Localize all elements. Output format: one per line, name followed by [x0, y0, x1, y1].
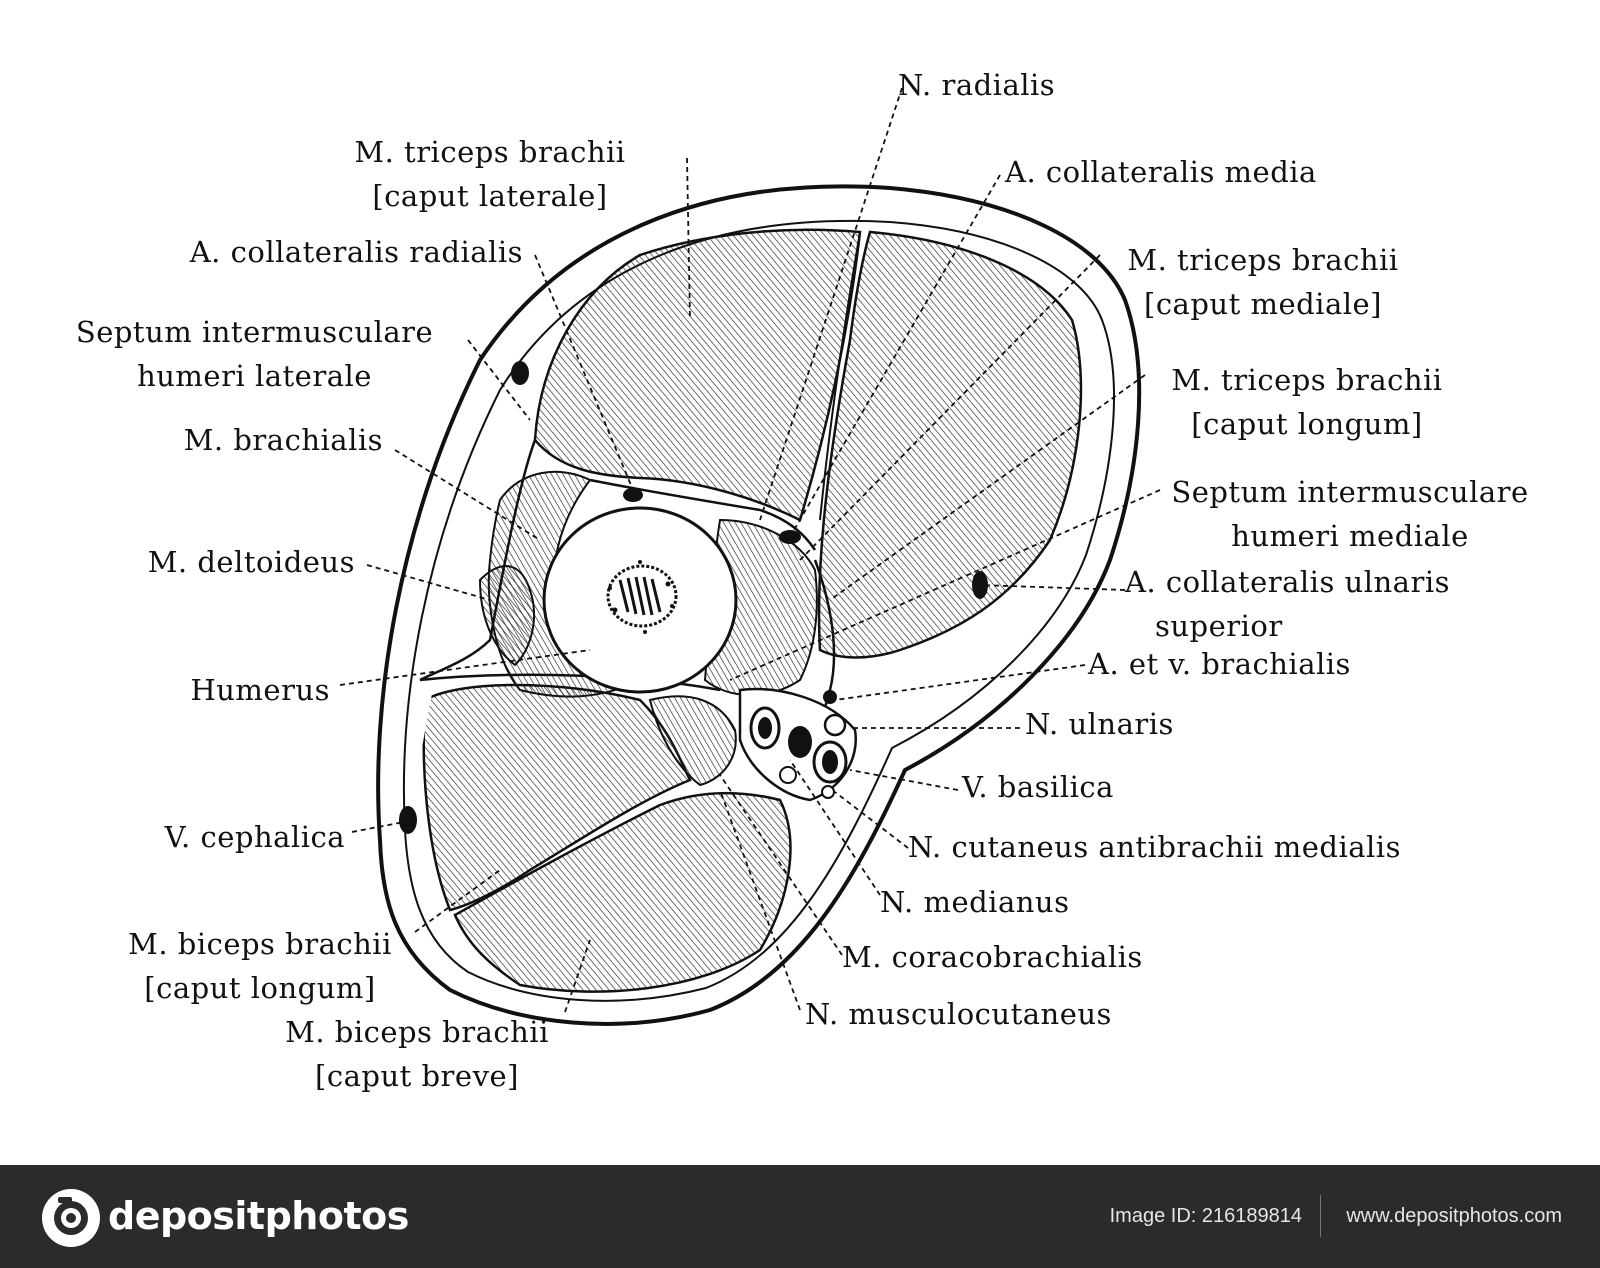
leader-lines: [339, 87, 1161, 1013]
label-m-deltoideus: M. deltoideus: [147, 545, 355, 579]
label-humerus: Humerus: [190, 673, 330, 707]
label-n-radialis: N. radialis: [898, 68, 1056, 102]
muscle-triceps-long: [817, 230, 1083, 659]
label-n-medianus: N. medianus: [880, 885, 1070, 919]
label-n-musculocutaneus: N. musculocutaneus: [805, 997, 1112, 1031]
label-a-collateralis-media: A. collateralis media: [1005, 155, 1317, 189]
label-triceps-long: M. triceps brachii[caput longum]: [1171, 363, 1443, 441]
bone-marrow: [606, 560, 678, 634]
label-n-ulnaris: N. ulnaris: [1025, 707, 1174, 741]
label-m-brachialis: M. brachialis: [183, 423, 383, 457]
footer-bar: depositphotos Image ID: 216189814 www.de…: [0, 1165, 1600, 1268]
muscle-biceps-long: [422, 683, 692, 912]
image-id: Image ID: 216189814: [1109, 1205, 1302, 1227]
anatomy-diagram: N. radialis M. triceps brachii[caput lat…: [75, 68, 1529, 1093]
label-v-cephalica: V. cephalica: [164, 820, 345, 854]
label-n-cutaneus-antibrachii-medialis: N. cutaneus antibrachii medialis: [908, 830, 1401, 864]
arm-cross-section-illustration: [339, 87, 1161, 1026]
label-v-basilica: V. basilica: [962, 770, 1114, 804]
label-a-et-v-brachialis: A. et v. brachialis: [1088, 647, 1351, 681]
label-a-collateralis-radialis: A. collateralis radialis: [189, 235, 523, 269]
label-biceps-short: M. biceps brachii[caput breve]: [285, 1015, 549, 1093]
muscle-deltoideus: [478, 565, 536, 667]
muscle-biceps-short: [453, 791, 792, 993]
label-triceps-medial: M. triceps brachii[caput mediale]: [1127, 243, 1399, 321]
septum-lateral: [419, 439, 537, 682]
brand-logo-text[interactable]: depositphotos: [108, 1194, 409, 1238]
label-biceps-long: M. biceps brachii[caput longum]: [128, 927, 392, 1005]
footer-divider: [1320, 1195, 1321, 1237]
label-m-coracobrachialis: M. coracobrachialis: [842, 940, 1143, 974]
camera-icon: [42, 1189, 100, 1247]
muscle-triceps-lateral: [533, 228, 862, 522]
muscle-coracobrachialis: [648, 695, 737, 787]
neurovascular-bundle: [738, 687, 858, 802]
v-cephalica: [399, 806, 417, 834]
a-collateralis-radialis: [623, 488, 643, 502]
site-url-link[interactable]: www.depositphotos.com: [1346, 1205, 1562, 1227]
label-triceps-lateral: M. triceps brachii[caput laterale]: [354, 135, 626, 213]
